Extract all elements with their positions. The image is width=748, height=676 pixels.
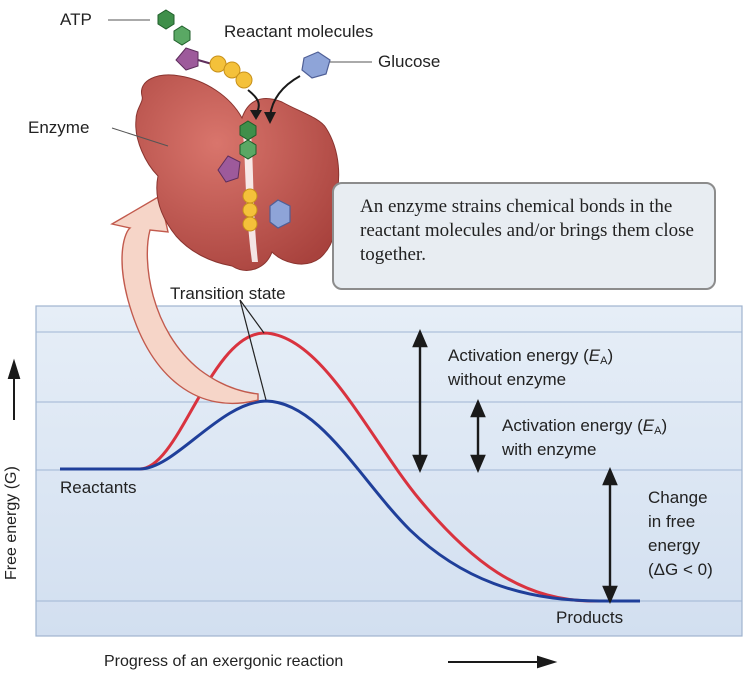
activation-with-e: E xyxy=(642,416,655,435)
curve-without-enzyme xyxy=(60,331,640,603)
x-axis-arrow xyxy=(448,655,558,669)
energy-plot-panel xyxy=(35,305,743,637)
atp-label: ATP xyxy=(60,10,92,29)
activation-without-line2: without enzyme xyxy=(448,370,567,389)
activation-with-line2: with enzyme xyxy=(502,440,597,459)
bound-phosphate-3 xyxy=(242,216,258,232)
activation-with-arrow xyxy=(470,398,486,474)
activation-with-line1: Activation energy (EA) xyxy=(502,416,667,441)
glucose-label: Glucose xyxy=(378,52,441,71)
bound-phosphate-2 xyxy=(242,202,258,218)
activation-without-e: E xyxy=(588,346,601,365)
change-line2: in free xyxy=(648,512,696,531)
activation-without-line1: Activation energy (EA) xyxy=(448,346,613,371)
glucose-top xyxy=(301,51,331,79)
callout-text: An enzyme strains chemical bonds in the … xyxy=(360,196,694,265)
activation-without-arrow xyxy=(412,328,428,474)
products-label: Products xyxy=(556,608,624,627)
curve-with-enzyme xyxy=(60,399,640,603)
change-line4: (ΔG < 0) xyxy=(648,560,713,579)
activation-with-suffix: ) xyxy=(661,416,668,435)
atp-entry-arrowhead xyxy=(250,110,262,120)
bound-phosphate-1 xyxy=(242,188,258,204)
bound-atp-hexagon-2 xyxy=(239,139,257,160)
curved-arrow-to-enzyme xyxy=(110,194,259,405)
transition-state-leader-2 xyxy=(239,299,267,401)
transition-state-label: Transition state xyxy=(170,284,286,303)
reactants-label: Reactants xyxy=(60,478,137,497)
activation-with-prefix: Activation energy ( xyxy=(502,416,643,435)
y-axis-label: Free energy (G) xyxy=(3,466,20,580)
delta-g-arrow xyxy=(602,466,618,605)
activation-without-prefix: Activation energy ( xyxy=(448,346,589,365)
bound-glucose xyxy=(269,199,291,229)
atp-hexagon-top xyxy=(157,9,175,30)
activation-without-sub: A xyxy=(600,355,608,367)
change-line1: Change xyxy=(648,488,708,507)
activation-with-sub: A xyxy=(654,425,662,437)
activation-without-suffix: ) xyxy=(607,346,614,365)
enzyme-callout-box: An enzyme strains chemical bonds in the … xyxy=(332,182,716,290)
atp-hexagon-top-2 xyxy=(173,25,191,46)
change-line3: energy xyxy=(648,536,700,555)
bound-pentagon xyxy=(217,155,241,183)
transition-state-leader-1 xyxy=(239,299,265,334)
phosphate-top-2 xyxy=(223,61,241,79)
enzyme-label: Enzyme xyxy=(28,118,90,137)
glucose-entry-arrowhead xyxy=(264,112,276,124)
reactant-molecules-label: Reactant molecules xyxy=(224,22,374,41)
enzyme-leader xyxy=(111,127,169,147)
atp-pentagon-top xyxy=(175,47,199,71)
y-axis-arrow xyxy=(7,358,21,420)
phosphate-top-3 xyxy=(235,71,253,89)
x-axis-label: Progress of an exergonic reaction xyxy=(104,653,344,670)
